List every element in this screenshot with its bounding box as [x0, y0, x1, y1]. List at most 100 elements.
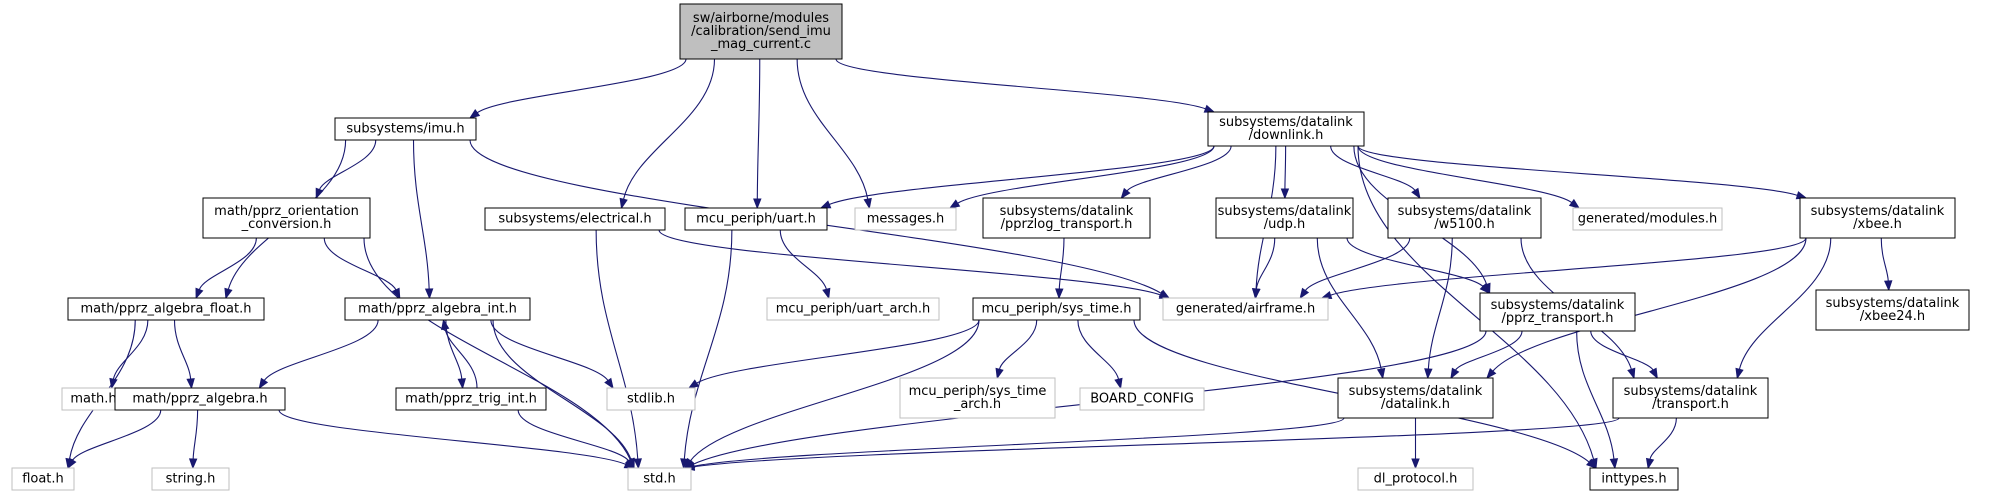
edge-orient-algint [323, 237, 401, 300]
edge-line [693, 417, 1345, 467]
edge-line [658, 229, 1161, 296]
node-algebra[interactable]: math/pprz_algebra.h [114, 387, 286, 411]
arrowhead-icon [633, 458, 642, 470]
edge-line [796, 58, 869, 200]
node-label: /udp.h [1264, 217, 1306, 232]
node-algint[interactable]: math/pprz_algebra_int.h [344, 297, 531, 321]
edge-downlink-genmodules [1357, 145, 1581, 209]
edge-line [263, 319, 379, 381]
node-box [899, 377, 1056, 419]
edge-datalinkh-stdh [683, 417, 1345, 471]
node-root[interactable]: sw/airborne/modules/calibration/send_imu… [679, 3, 843, 60]
edge-line [192, 409, 199, 460]
node-w5100[interactable]: subsystems/datalink/w5100.h [1387, 197, 1542, 239]
arrowhead-icon [1114, 377, 1123, 390]
edge-trigint-algint [441, 318, 478, 389]
arrowhead-icon [457, 378, 466, 390]
node-box [684, 207, 828, 231]
edge-udp-datalinkh [1316, 237, 1386, 380]
node-label: subsystems/datalink [1826, 296, 1960, 311]
arrowhead-icon [1411, 458, 1420, 470]
edge-electrical-stdh [595, 229, 642, 470]
node-label: subsystems/imu.h [346, 122, 464, 137]
arrowhead-icon [441, 318, 450, 331]
node-inttypes[interactable]: inttypes.h [1589, 467, 1679, 491]
edge-line [1576, 330, 1615, 460]
node-board[interactable]: BOARD_CONFIG [1079, 387, 1205, 411]
edge-line [829, 145, 1215, 206]
node-orient[interactable]: math/pprz_orientation_conversion.h [202, 197, 371, 239]
node-udp[interactable]: subsystems/datalink/udp.h [1215, 197, 1354, 239]
edge-xbee-transport [1735, 237, 1832, 380]
arrowhead-icon [1884, 280, 1893, 292]
edge-systime-stdlib [687, 319, 980, 389]
arrowhead-icon [1568, 198, 1581, 209]
edge-line [1330, 145, 1416, 191]
node-pprztrans[interactable]: subsystems/datalink/pprz_transport.h [1479, 292, 1636, 332]
node-uart[interactable]: mcu_periph/uart.h [684, 207, 828, 231]
node-label: /calibration/send_imu [691, 24, 831, 39]
edge-line [689, 319, 980, 462]
node-label: /downlink.h [1249, 128, 1324, 143]
node-pprzlog[interactable]: subsystems/datalink/pprzlog_transport.h [982, 197, 1151, 239]
node-xbee24[interactable]: subsystems/datalink/xbee24.h [1815, 289, 1970, 331]
node-systimearch[interactable]: mcu_periph/sys_time_arch.h [899, 377, 1056, 419]
node-downlink[interactable]: subsystems/datalink/downlink.h [1207, 111, 1365, 147]
node-floath[interactable]: float.h [11, 467, 75, 491]
node-label: generated/modules.h [1578, 212, 1717, 227]
node-transport[interactable]: subsystems/datalink/transport.h [1612, 377, 1769, 419]
arrowhead-icon [1735, 367, 1744, 380]
arrowhead-icon [109, 377, 118, 390]
node-box [1799, 197, 1956, 239]
node-datalinkh[interactable]: subsystems/datalink/datalink.h [1337, 377, 1494, 419]
node-electrical[interactable]: subsystems/electrical.h [484, 207, 666, 231]
arrowhead-icon [1645, 457, 1655, 470]
node-algfloat[interactable]: math/pprz_algebra_float.h [67, 297, 265, 321]
node-genmodules[interactable]: generated/modules.h [1572, 207, 1723, 231]
arrowhead-icon [391, 287, 401, 300]
edge-line [1738, 237, 1832, 370]
arrowhead-icon [948, 199, 961, 209]
node-label: mcu_periph/uart.h [696, 212, 816, 227]
node-label: std.h [643, 472, 676, 487]
node-box [1337, 377, 1494, 419]
node-messages[interactable]: messages.h [854, 207, 957, 231]
node-label: subsystems/datalink [1219, 115, 1353, 130]
edge-line [363, 237, 631, 460]
edge-pprztrans-datalinkh [1450, 330, 1523, 380]
arrowhead-icon [995, 367, 1004, 380]
node-imu[interactable]: subsystems/imu.h [334, 117, 477, 141]
node-xbee[interactable]: subsystems/datalink/xbee.h [1799, 197, 1956, 239]
node-label: math/pprz_algebra_float.h [81, 302, 252, 317]
node-label: generated/airframe.h [1176, 302, 1315, 317]
edge-algfloat-mathh [109, 319, 149, 390]
arrowhead-icon [687, 379, 700, 389]
node-box [1162, 297, 1329, 321]
arrowhead-icon [186, 378, 195, 390]
node-label: subsystems/datalink [1624, 384, 1758, 399]
graph-edges [65, 58, 1893, 471]
node-stringh[interactable]: string.h [151, 467, 230, 491]
edge-line [445, 319, 463, 380]
arrowhead-icon [424, 288, 434, 300]
node-systime[interactable]: mcu_periph/sys_time.h [972, 297, 1141, 321]
edge-line [1649, 417, 1677, 460]
arrowhead-icon [468, 108, 481, 119]
node-airframe[interactable]: generated/airframe.h [1162, 297, 1329, 321]
edge-xbee-datalinkh [1486, 237, 1807, 380]
node-mathh[interactable]: math.h [61, 387, 126, 411]
arrowhead-icon [1450, 367, 1460, 380]
node-stdlib[interactable]: stdlib.h [606, 387, 696, 411]
edge-algint-trigint [445, 319, 466, 390]
edge-line [835, 58, 1206, 110]
node-dlproto[interactable]: dl_protocol.h [1357, 467, 1474, 491]
arrowhead-icon [1424, 368, 1433, 380]
node-label: /pprz_transport.h [1502, 311, 1614, 326]
edge-line [1304, 237, 1411, 291]
node-stdh[interactable]: std.h [627, 467, 692, 491]
node-trigint[interactable]: math/pprz_trig_int.h [395, 387, 547, 411]
node-label: /pprzlog_transport.h [1001, 217, 1133, 232]
node-uartarch[interactable]: mcu_periph/uart_arch.h [766, 297, 940, 321]
node-box [1215, 197, 1354, 239]
